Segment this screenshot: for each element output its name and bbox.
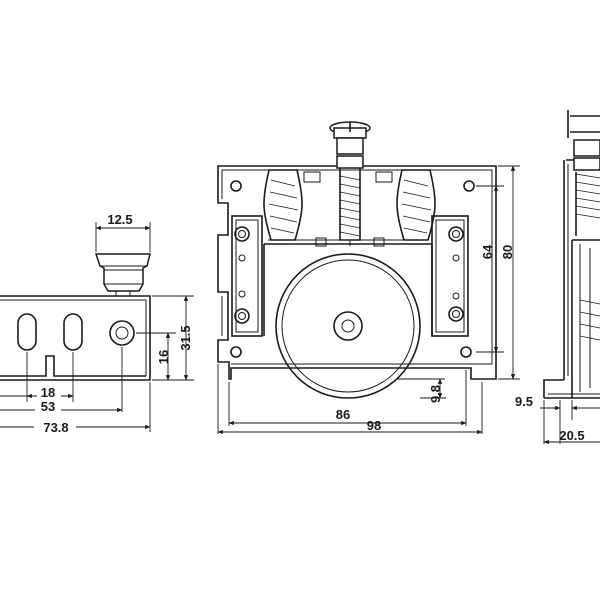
dim-label: 16	[156, 350, 171, 364]
dim-front-hole-spacing: 64	[476, 185, 504, 353]
dim-label: 98	[367, 418, 381, 433]
side-body	[0, 295, 151, 381]
edge-view: 9.5 20.5	[515, 110, 600, 445]
dim-label: 9.8	[428, 385, 443, 403]
front-plate	[217, 165, 497, 380]
dim-label: 80	[500, 245, 515, 259]
dim-front-inner-width: 86	[228, 407, 467, 426]
side-hole-inner	[115, 326, 129, 340]
side-hole-outer	[109, 320, 135, 346]
side-view: 12.5 31.5 16 18	[0, 212, 194, 435]
dim-front-total-width: 98	[217, 418, 483, 435]
dim-edge-depth: 20.5	[543, 428, 600, 445]
dim-label: 18	[41, 385, 55, 400]
dim-side-hole-height: 16	[136, 332, 176, 381]
front-view: 64 80 9.8 86 98	[217, 121, 520, 435]
dim-edge-offset: 9.5	[515, 394, 600, 411]
dim-side-hole-offset: 53	[0, 399, 123, 414]
front-right-bracket	[431, 215, 469, 337]
front-adjust-screw	[329, 121, 371, 246]
dim-label: 86	[336, 407, 350, 422]
dim-side-total-length: 73.8	[0, 416, 151, 435]
dim-side-knob-width: 12.5	[95, 212, 151, 252]
front-left-bracket	[231, 215, 263, 337]
front-spring-right	[396, 169, 436, 241]
dim-label: 31.5	[178, 325, 193, 350]
front-hole-bottom-left	[230, 346, 242, 358]
side-slot-right	[63, 313, 83, 351]
front-wheel-housing	[263, 237, 433, 336]
dim-side-height: 31.5	[152, 295, 194, 381]
dim-label: 9.5	[515, 394, 533, 409]
front-hole-top-left	[230, 180, 242, 192]
front-hole-bottom-right	[460, 346, 472, 358]
front-wheel	[275, 253, 421, 399]
dim-label: 64	[480, 244, 495, 259]
front-hole-top-right	[463, 180, 475, 192]
dim-front-total-height: 80	[498, 165, 520, 380]
side-slot-left	[17, 313, 37, 351]
side-knob	[94, 253, 151, 297]
dim-label: 73.8	[43, 420, 68, 435]
dim-label: 20.5	[559, 428, 584, 443]
dim-side-slot-spacing: 18	[0, 385, 74, 400]
front-spring-left	[263, 169, 303, 241]
dim-front-wheel-clearance: 9.8	[396, 378, 446, 403]
dim-label: 53	[41, 399, 55, 414]
dim-label: 12.5	[107, 212, 132, 227]
